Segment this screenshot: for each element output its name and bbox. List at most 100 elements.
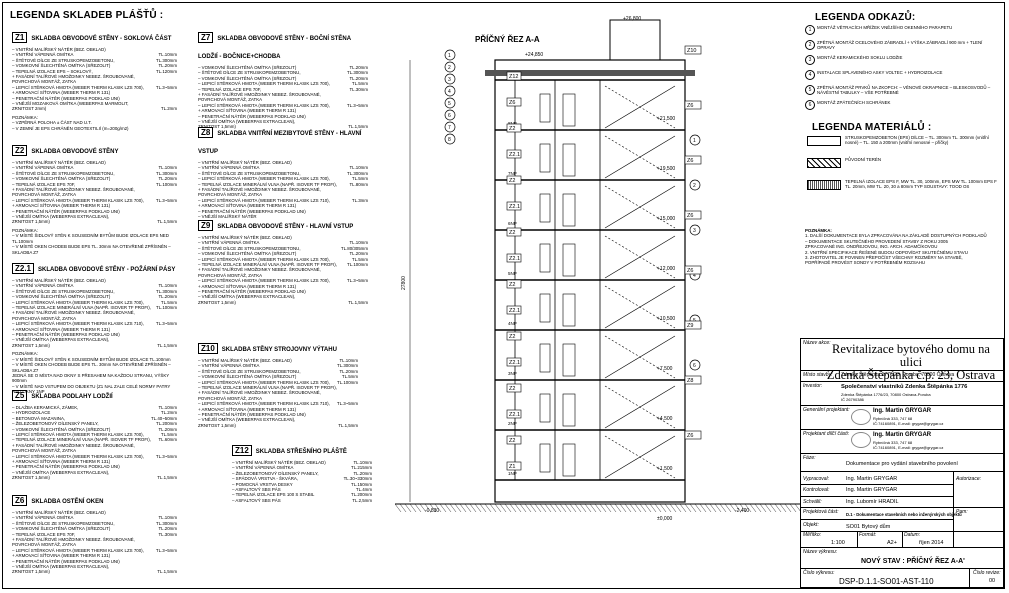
terrain-hatch — [759, 503, 767, 513]
layer-text: ZRNITOST 1,5mm) — [12, 342, 50, 348]
wall-tag — [684, 210, 702, 220]
layer-text: + FASÁDNÍ TALÍŘOVÉ HMOŽDINKY NEBEZ. ŠROU… — [12, 74, 135, 80]
layer-text: POVRCHOVÁ MONTÁŽ, ZATKA — [198, 97, 263, 103]
layer-text: – LEPICÍ STĚRKOVÁ HMOTA (WEBER THERM KLA… — [12, 321, 144, 327]
terrain-hatch — [519, 503, 527, 513]
section-note: – VZPĚRNÁ POLOHA ± ČÁST NAD U.T. — [12, 120, 92, 126]
door — [562, 293, 576, 327]
layer-line: – VNITŘNÍ MALÍŘSKÝ NÁTĚR (BEZ. OBKLAD) — [12, 160, 177, 165]
layer-line: – LEPICÍ STĚRKOVÁ HMOTA (WEBER THERM KLA… — [198, 176, 368, 181]
wall-tag — [506, 435, 522, 445]
drawing-name: NOVÝ STAV : PŘÍČNÝ ŘEZ A-A' — [861, 558, 965, 565]
floor-elevation: ±0,000 — [657, 516, 672, 522]
window — [539, 93, 551, 123]
legend-layers-title: LEGENDA SKLADEB PLÁŠŤŮ : — [10, 10, 164, 21]
layer-line: – LEPICÍ STĚRKOVÁ HMOTA (WEBER THERM KLA… — [198, 257, 368, 262]
wall-tag-label: Z6 — [687, 158, 693, 164]
wall-tag — [684, 155, 702, 165]
layer-thickness: TL.4mm — [355, 487, 372, 493]
layer-line: – TEPELNÁ IZOLACE MINERÁLNÍ VLNA (NAPŘ. … — [198, 182, 368, 187]
layer-line: – TEPELNÁ IZOLACE EPS 70F,TL.30mm — [12, 532, 177, 537]
terrain-hatch — [774, 503, 782, 513]
layer-line: ZRNITOST 2mm)TL.2mm — [12, 106, 177, 111]
section-note: – V MÍSTĚ NAD VSTUPEM DO OBJEKTU (Z1 NAL… — [12, 383, 171, 395]
wall-tag — [684, 100, 702, 110]
section-note: – V MÍSTĚ ŠIDLOVÝ STĚN K SOUSEDNÍM BYTŮM… — [12, 233, 169, 244]
layer-line: – PENETRAČNÍ NÁTĚR (WEBERPAS PODKLAD UNI… — [12, 96, 177, 101]
terrain-hatch — [614, 503, 622, 513]
door — [562, 343, 576, 377]
layer-text: – PENETRAČNÍ NÁTĚR (WEBERPAS PODKLAD UNI… — [12, 332, 120, 338]
grid-mark — [444, 97, 456, 109]
layer-line: – ŽELEZOBETONOVÝ DÍLENSKÝ PANELY,TL.200m… — [12, 421, 177, 426]
layer-thickness: TL.5mm — [341, 374, 358, 380]
window — [539, 293, 551, 323]
terrain-hatch — [644, 503, 652, 513]
layer-text: + FASÁDNÍ TALÍŘOVÉ HMOŽDINKY NEBEZ. ŠROU… — [198, 390, 321, 396]
notes-lines: 1. DALŠÍ DOKUMENTACE BYLA ZPRACOVÁNA NA … — [805, 233, 1000, 265]
section-title: SKLADBA PODLAHY LODŽIÍ — [31, 394, 113, 400]
layer-text: – HYDROIZOLACE — [12, 410, 51, 416]
layer-text: – VNITŘNÍ MALÍŘSKÝ NÁTĚR (BEZ. OBKLAD) — [198, 358, 292, 363]
material-item: PŮVODNÍ TERÉN — [805, 157, 1000, 173]
terrain-hatch — [769, 503, 777, 513]
layer-line: + ARMOVACÍ SÍŤOVINA (WEBER THERM R 131) — [12, 459, 177, 464]
layer-text: – VOMKOVNÍ ŠLECHTĚNÁ OMÍTKA (SŘEZOLIT) — [12, 526, 111, 532]
terrain-hatch — [664, 503, 672, 513]
layer-line: – TEPELNÁ IZOLACE EPS – SOKLOVÝ,TL.120mm — [12, 69, 177, 74]
terrain-hatch — [529, 503, 537, 513]
terrain-hatch — [719, 503, 727, 513]
section-code: Z10 — [198, 343, 218, 354]
layer-text: – ŽELEZOBETONOVÝ DÍLENSKÝ PANELY, — [232, 470, 319, 476]
layer-text: – VNĚJŠÍ MALÍŘSKÝ NÁTĚR — [198, 214, 257, 220]
layer-line: – VNĚJŠÍ OMÍTKA (WEBERPAS EXTRACLEAN), — [12, 470, 177, 475]
tb-part-name: Ing. Martin GRYGAR — [873, 432, 932, 438]
section-title: SKLADBA OBVODOVÉ STĚNY - HLAVNÍ VSTUP — [217, 224, 354, 230]
layer-line: – VNĚJŠÍ OMÍTKA (WEBERPAS EXTRACLEAN), — [12, 214, 177, 219]
project-name-line1: Revitalizace bytového domu na ulici — [832, 342, 990, 369]
layer-line: + ARMOVACÍ SÍŤOVINA (WEBER THERM R 131) — [198, 407, 358, 412]
terrain-hatch — [739, 503, 747, 513]
layer-text: – PENETRAČNÍ NÁTĚR (WEBERPAS PODKLAD UNI… — [12, 558, 120, 564]
layer-line: + FASÁDNÍ TALÍŘOVÉ HMOŽDINKY NEBEZ. ŠROU… — [12, 74, 177, 79]
tb-name-label: Název akce: — [803, 340, 831, 346]
layer-line: + FASÁDNÍ TALÍŘOVÉ HMOŽDINKY NEBEZ. ŠROU… — [198, 390, 358, 395]
floor-elevation: +15,000 — [657, 216, 675, 222]
layer-thickness: TL.1,5mm — [157, 475, 177, 481]
section-title: SKLADBA VNITŘNÍ MEZIBYTOVÉ STĚNY - HLAVN… — [198, 131, 362, 155]
layer-line: POVRCHOVÁ MONTÁŽ, ZATKA — [12, 79, 177, 84]
wall-tag-label: Z2 — [509, 230, 515, 236]
roof-elevation: +24,850 — [525, 52, 543, 58]
stair-flight — [604, 135, 676, 179]
layer-thickness: TL.200mm — [351, 492, 372, 498]
layer-line: POVRCHOVÁ MONTÁŽ, ZATKA — [12, 448, 177, 453]
layer-line: – VNITŘNÍ MALÍŘSKÝ NÁTĚR (BEZ. OBKLAD) — [12, 510, 177, 515]
layer-line: – ŠTĚTOVÉ DÍLCE ZE STRUSKOPEMZOBETONU,TL… — [12, 521, 177, 526]
terrain-hatch — [554, 503, 562, 513]
layer-text: – VNITŘNÍ VÁPENNÁ OMÍTKA — [12, 52, 74, 58]
section-title: PŘÍČNÝ ŘEZ A-A — [475, 35, 540, 44]
section-title: SKLADBA OSTĚNÍ OKEN — [31, 499, 104, 505]
layer-thickness: TL.1,5mm — [157, 569, 177, 575]
layer-text: POVRCHOVÁ MONTÁŽ, ZATKA — [12, 315, 77, 321]
floor-label: 5NP — [508, 271, 517, 276]
material-item: STRUSKOPEMZOBETON (EPS) DÍLCE – TL. 300m… — [805, 135, 1000, 151]
terrain-hatch — [629, 503, 637, 513]
layer-thickness: TL.2mm — [160, 106, 177, 112]
layer-text: ZRNITOST 1,5mm) — [12, 475, 50, 481]
wall-tag — [506, 253, 522, 263]
layer-thickness: TL.10mm — [158, 405, 177, 410]
layer-thickness: TL.1,5mm — [338, 422, 358, 428]
terrain-hatch — [684, 503, 692, 513]
layer-text: – LEPICÍ STĚRKOVÁ HMOTA (WEBER THERM KLA… — [198, 401, 330, 407]
layer-text: – VNITŘNÍ VÁPENNÁ OMÍTKA — [12, 283, 74, 289]
tb-checked-label: Kontroloval: — [803, 487, 830, 493]
tb-part-addr: Rybníčná 333, 747 68 — [873, 440, 913, 445]
layer-text: – TEPELNÁ IZOLACE EPS 70F, — [198, 86, 262, 92]
